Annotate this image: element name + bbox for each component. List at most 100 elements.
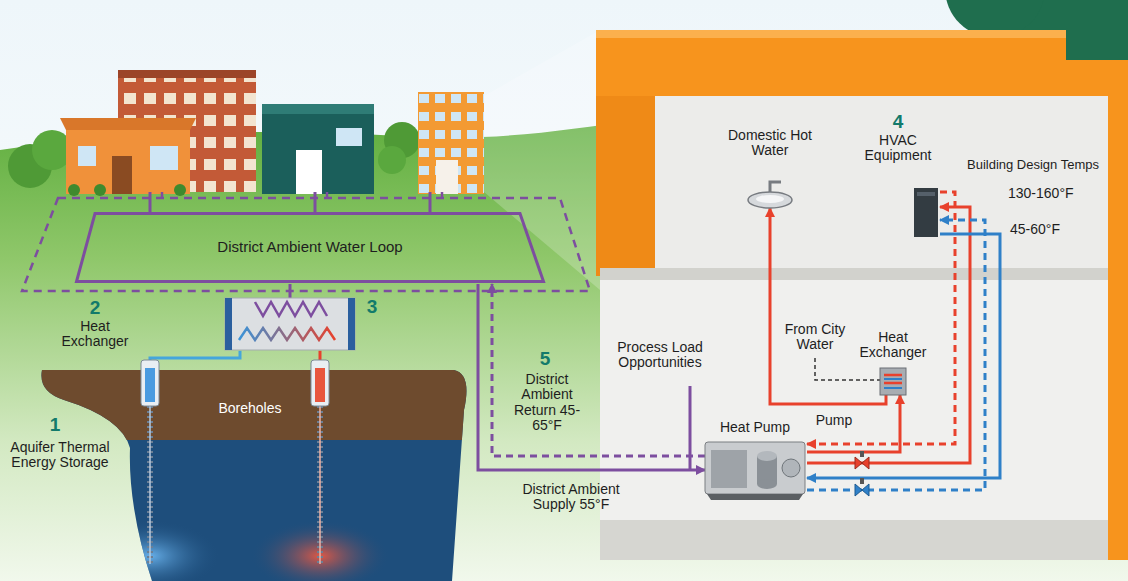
aquifer-shape [311, 360, 329, 406]
domestic-hot-water: Domestic Hot Water [725, 128, 817, 208]
heat-exchanger-icon-shape [884, 379, 902, 388]
distant-building [418, 92, 484, 194]
distant-building [436, 160, 458, 194]
temps-heading: Building Design Temps [962, 158, 1104, 172]
pipe-connector [478, 284, 705, 470]
heat-exchanger-shape [225, 298, 355, 350]
loop-band: District Ambient Water Loop [75, 212, 547, 284]
heat-pump-shape [757, 451, 777, 461]
loop-return-outline [22, 192, 590, 291]
storage-label: Aquifer Thermal Energy Storage [2, 440, 118, 471]
aquifer-shape [145, 368, 155, 402]
heat-exchanger-shape [348, 298, 355, 350]
distant-building [174, 184, 186, 196]
process-load-pipe [690, 386, 691, 470]
pump-symbol [860, 451, 864, 457]
callout-number: 2 [50, 298, 140, 319]
distant-building [60, 70, 484, 196]
pump-symbol [860, 478, 864, 484]
aquifer-shape [149, 406, 151, 564]
text-box: 2Heat Exchanger [50, 298, 140, 350]
heat-exchanger: 2Heat Exchanger [50, 298, 355, 351]
building-section [655, 96, 1108, 268]
heat-pump-shape [711, 450, 747, 488]
building-section [596, 30, 1128, 560]
building-section [600, 280, 1108, 520]
heat-pump: Heat Pump [705, 420, 807, 500]
pipe-connector [150, 351, 240, 368]
tree [378, 146, 406, 174]
node-label: Domestic Hot Water [725, 128, 815, 159]
domestic-hot-water-shape [748, 192, 792, 208]
callout-number: 4 [858, 112, 938, 133]
text-box: Domestic Hot Water [725, 128, 815, 159]
building-section [596, 96, 655, 276]
text-box: Heat Exchanger [858, 330, 928, 361]
pipe-label: District Ambient Supply 55°F [515, 482, 627, 513]
pump-symbol [855, 484, 869, 496]
aquifer-shape [30, 368, 470, 581]
distant-building [262, 104, 374, 114]
pipe-connector [807, 234, 1000, 478]
heat-exchanger-shape [225, 298, 232, 350]
heat-exchanger-icon-shape [880, 368, 906, 395]
node-label: Heat Pump [705, 420, 805, 435]
aquifer-shape [147, 406, 153, 564]
callout-number: 3 [360, 296, 384, 318]
pump-symbol [855, 451, 869, 469]
building-feed-pipe [150, 192, 430, 213]
city-water-label: From City Water [778, 322, 852, 353]
building-section [1108, 60, 1128, 560]
distant-building [94, 184, 106, 196]
callout-number: 1 [40, 414, 70, 436]
node-label: Heat Exchanger [50, 319, 140, 350]
text-box: Heat Pump [705, 420, 805, 435]
heat-exchanger-shape [239, 328, 335, 340]
aquifer-shape [315, 368, 325, 402]
domestic-hot-water-shape [756, 195, 784, 203]
distant-building [112, 156, 132, 194]
building-feed-pipe [149, 192, 152, 213]
distant-building [418, 92, 484, 194]
node-label: Heat Exchanger [858, 330, 928, 361]
temperature-label: 130-160°F [1008, 186, 1088, 201]
loop-return-outline [441, 192, 444, 198]
pump-symbol [855, 457, 869, 469]
building-section [596, 30, 1066, 96]
distant-building [336, 128, 362, 146]
text-box: Boreholes [30, 401, 470, 416]
distant-building [150, 146, 178, 170]
distant-building [66, 128, 190, 194]
aquifer-shape [30, 368, 470, 440]
temperature-label: 45-60°F [1010, 222, 1080, 237]
hvac-equipment: 4HVAC Equipment [858, 112, 940, 237]
aquifer-shape [30, 368, 470, 581]
distant-building [118, 70, 256, 78]
grass [484, 30, 600, 290]
heat-pump-shape [782, 459, 800, 477]
node-label: District Ambient Water Loop [75, 239, 545, 256]
loop-return-outline [326, 192, 329, 198]
aquifer: Boreholes [30, 368, 472, 581]
distant-building [68, 184, 80, 196]
loop-return-outline [161, 192, 164, 198]
process-load-pipe [689, 386, 692, 470]
hvac-equipment-shape [917, 192, 935, 196]
building-section [596, 30, 1066, 38]
aquifer-shape [317, 406, 323, 564]
text-box: District Ambient Water Loop [75, 212, 545, 283]
distant-building [296, 150, 322, 194]
heat-exchanger-shape [255, 302, 327, 316]
heat-pump-shape [757, 479, 777, 489]
callout-number: 5 [530, 348, 560, 370]
pipe-connector [807, 220, 985, 490]
node-label: Boreholes [30, 401, 470, 416]
process-label: Process Load Opportunities [610, 340, 710, 371]
grass [0, 30, 1128, 581]
heat-exchanger-icon: Heat Exchanger [858, 330, 930, 395]
city-water-pipe [815, 358, 880, 380]
aquifer-shape [319, 406, 321, 564]
